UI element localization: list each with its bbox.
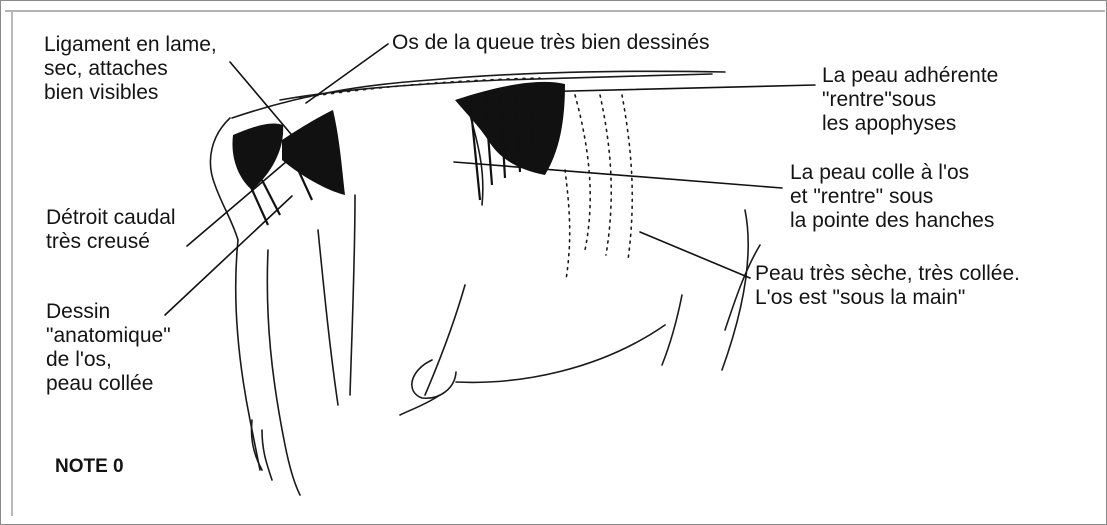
label-peau-adherente: La peau adhérente "rentre"sous les apoph… [822, 64, 998, 136]
left-border-line [11, 11, 13, 516]
label-peau-adherente-line-2: "rentre"sous [822, 88, 937, 111]
rib-outline [721, 209, 749, 371]
label-ligament-line-2: sec, attaches [44, 57, 168, 80]
label-queue-line-1: Os de la queue très bien dessinés [392, 31, 710, 54]
label-peau-colle-line-2: et "rentre" sous [790, 185, 934, 208]
label-ligament-line-3: bien visibles [44, 81, 159, 104]
leader-dessin [164, 195, 293, 316]
rib-outline-2 [724, 244, 761, 331]
tail-bone-shading [232, 123, 284, 190]
label-dessin-line-2: "anatomique" [46, 324, 171, 347]
spine-dots [299, 77, 541, 99]
label-detroit: Détroit caudal très creusé [46, 206, 176, 254]
tail-strand [250, 419, 273, 481]
belly-line [455, 324, 666, 384]
rib-dots [564, 94, 634, 281]
label-ligament: Ligament en lame, sec, attaches bien vis… [44, 33, 217, 105]
label-dessin: Dessin "anatomique" de l'os, peau collée [46, 300, 171, 396]
leader-queue [305, 43, 389, 104]
tail-head-outline [209, 117, 239, 241]
label-peau-seche-line-1: Peau très sèche, très collée. [755, 262, 1020, 285]
label-ligament-line-1: Ligament en lame, [44, 33, 217, 56]
label-peau-adherente-line-3: les apophyses [822, 112, 957, 135]
leader-ligament [229, 61, 297, 141]
label-peau-adherente-line-1: La peau adhérente [822, 64, 999, 87]
label-queue: Os de la queue très bien dessinés [392, 31, 710, 55]
tail-outline-left [234, 239, 261, 471]
hip-bone-shading [455, 81, 565, 175]
label-peau-colle: La peau colle à l'os et "rentre" sous la… [790, 161, 994, 233]
label-peau-colle-line-1: La peau colle à l'os [790, 161, 970, 184]
label-detroit-line-1: Détroit caudal [46, 206, 176, 229]
label-detroit-line-2: très creusé [46, 230, 150, 253]
foreleg-outline [661, 294, 683, 366]
label-peau-seche: Peau très sèche, très collée. L'os est "… [755, 262, 1020, 310]
label-peau-seche-line-2: L'os est "sous la main" [755, 286, 966, 309]
label-dessin-line-3: de l'os, [46, 348, 112, 371]
leader-peau-adherente [529, 84, 816, 93]
leader-detroit [186, 149, 301, 247]
udder-outline [411, 359, 457, 399]
pin-bone-shading [282, 110, 345, 195]
hip-hatching [468, 85, 536, 201]
hind-contour [399, 394, 441, 416]
tail-outline-right [266, 249, 301, 496]
rear-thigh-outline [317, 229, 339, 406]
leader-peau-colle [453, 161, 783, 189]
hind-leg-outline [349, 194, 356, 396]
label-peau-colle-line-3: la pointe des hanches [790, 209, 995, 232]
top-border-line [5, 10, 1105, 12]
leader-peau-seche [639, 231, 751, 279]
note-score: NOTE 0 [55, 456, 124, 477]
label-dessin-line-4: peau collée [46, 372, 154, 395]
flank-line [424, 284, 466, 396]
label-dessin-line-1: Dessin [46, 300, 111, 323]
